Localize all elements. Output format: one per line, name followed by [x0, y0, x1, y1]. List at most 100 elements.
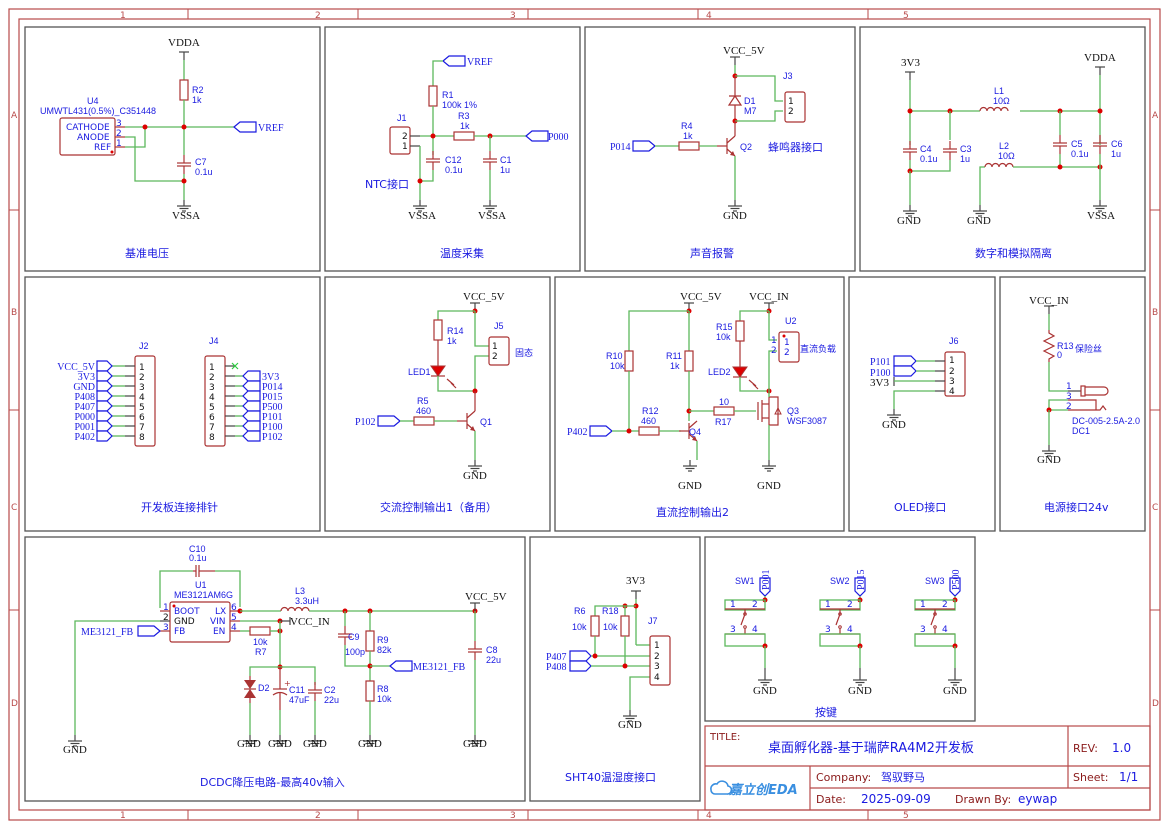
net-label-j2[interactable]	[96, 420, 113, 432]
net-label-j2[interactable]	[96, 370, 113, 382]
3v3-label: 3V3	[901, 57, 920, 69]
switch-net-label: P500	[951, 569, 962, 590]
r9-value: 82k	[377, 645, 392, 655]
led1[interactable]	[430, 365, 446, 377]
net-label-j2[interactable]	[96, 360, 113, 372]
resistor-r11[interactable]	[684, 350, 694, 372]
gnd-label: GND	[943, 685, 967, 697]
ic-u1[interactable]	[169, 601, 231, 643]
connector-j6[interactable]	[944, 351, 966, 397]
gnd-label: GND	[723, 210, 747, 222]
net-label-p015[interactable]	[854, 577, 866, 597]
logo-text: 嘉立创EDA	[728, 782, 798, 798]
net-label-p000[interactable]	[525, 130, 549, 142]
c5-value: 0.1u	[1071, 149, 1089, 159]
net-label-j2[interactable]	[96, 380, 113, 392]
j6-pin-2: 2	[949, 367, 955, 377]
tvs-diode-d2[interactable]	[244, 676, 256, 703]
resistor-r7[interactable]	[249, 626, 271, 636]
switch-pin-number: 2	[942, 600, 948, 610]
net-label-p407[interactable]	[569, 650, 592, 662]
resistor-r5[interactable]	[413, 416, 435, 426]
connector-j3[interactable]	[784, 91, 806, 123]
connector-j7[interactable]	[649, 635, 671, 686]
resistor-r1[interactable]	[428, 85, 438, 107]
resistor-r18[interactable]	[620, 615, 630, 637]
p101-label: P101	[870, 357, 891, 368]
connector-u2[interactable]	[778, 331, 800, 363]
net-label-j4[interactable]	[242, 390, 261, 402]
j4-pin-number: 4	[209, 393, 215, 403]
sheet-value: 1/1	[1119, 770, 1138, 784]
net-label-p500[interactable]	[949, 577, 961, 597]
zone-row-c-right: C	[1152, 503, 1158, 513]
resistor-r4[interactable]	[678, 141, 700, 151]
net-label-p402[interactable]	[589, 425, 613, 437]
j2-net-label: P407	[74, 402, 95, 413]
panel-headers	[24, 276, 321, 532]
c12-value: 0.1u	[445, 165, 463, 175]
resistor-r14[interactable]	[433, 319, 443, 341]
j2-ref: J2	[139, 341, 149, 351]
capacitor-c11[interactable]: +	[272, 667, 291, 710]
capacitor-c10[interactable]	[193, 565, 215, 577]
connector-j5[interactable]	[488, 336, 510, 366]
r1-ref: R1	[442, 90, 454, 100]
resistor-r15[interactable]	[735, 320, 745, 342]
net-label-j2[interactable]	[96, 390, 113, 402]
resistor-r10[interactable]	[624, 350, 634, 372]
j4-ref: J4	[209, 336, 219, 346]
c10-value: 0.1u	[189, 553, 207, 563]
net-label-p014[interactable]	[632, 140, 656, 152]
c3-ref: C3	[960, 144, 972, 154]
net-label-j4[interactable]	[242, 380, 261, 392]
vdda-label: VDDA	[168, 37, 200, 49]
resistor-r6[interactable]	[590, 615, 600, 637]
q1-ref: Q1	[480, 417, 492, 427]
net-label-vref[interactable]	[233, 121, 257, 133]
net-label-me3121-fb[interactable]	[389, 660, 413, 672]
switch-pin-number: 4	[847, 625, 853, 635]
connector-j4[interactable]	[204, 355, 226, 447]
resistor-r8[interactable]	[365, 680, 375, 702]
net-label-p001[interactable]	[759, 577, 771, 597]
u1-ref: U1	[195, 580, 207, 590]
u4-pin-num-2: 2	[116, 129, 122, 139]
resistor-r2[interactable]	[179, 79, 189, 101]
net-label-j4[interactable]	[242, 400, 261, 412]
dc-jack-dc1[interactable]	[1068, 385, 1109, 411]
net-label-j4[interactable]	[242, 370, 261, 382]
temp-sampling-title: 温度采集	[440, 246, 484, 260]
net-label-j2[interactable]	[96, 400, 113, 412]
net-label-p408[interactable]	[569, 660, 592, 672]
net-label-j2[interactable]	[96, 410, 113, 422]
zone-row-d: D	[11, 699, 18, 709]
resistor-r17[interactable]	[713, 406, 735, 416]
net-label-j4[interactable]	[242, 430, 261, 442]
net-label-vref[interactable]	[442, 55, 466, 67]
connector-j2[interactable]	[134, 355, 156, 447]
company-label: Company:	[816, 771, 871, 784]
led2[interactable]	[732, 366, 748, 378]
j2-pin-number: 2	[139, 373, 145, 383]
net-label-p101[interactable]	[893, 355, 917, 367]
resistor-r12[interactable]	[638, 426, 660, 436]
resistor-r9[interactable]	[365, 630, 375, 652]
q4-ref: Q4	[689, 427, 701, 437]
resistor-r3[interactable]	[453, 131, 475, 141]
net-label-p102[interactable]	[377, 415, 401, 427]
net-label-me3121-fb[interactable]	[137, 625, 161, 637]
u1-pin-num-2: 2	[163, 613, 169, 623]
net-label-j4[interactable]	[242, 420, 261, 432]
fuse-r13[interactable]	[1042, 330, 1056, 362]
net-label-p100[interactable]	[893, 365, 917, 377]
net-label-j2[interactable]	[96, 430, 113, 442]
connector-j1[interactable]	[389, 126, 411, 155]
mosfet-q3[interactable]	[757, 396, 782, 426]
headers-title: 开发板连接排针	[141, 500, 218, 514]
net-label-j4[interactable]	[242, 410, 261, 422]
